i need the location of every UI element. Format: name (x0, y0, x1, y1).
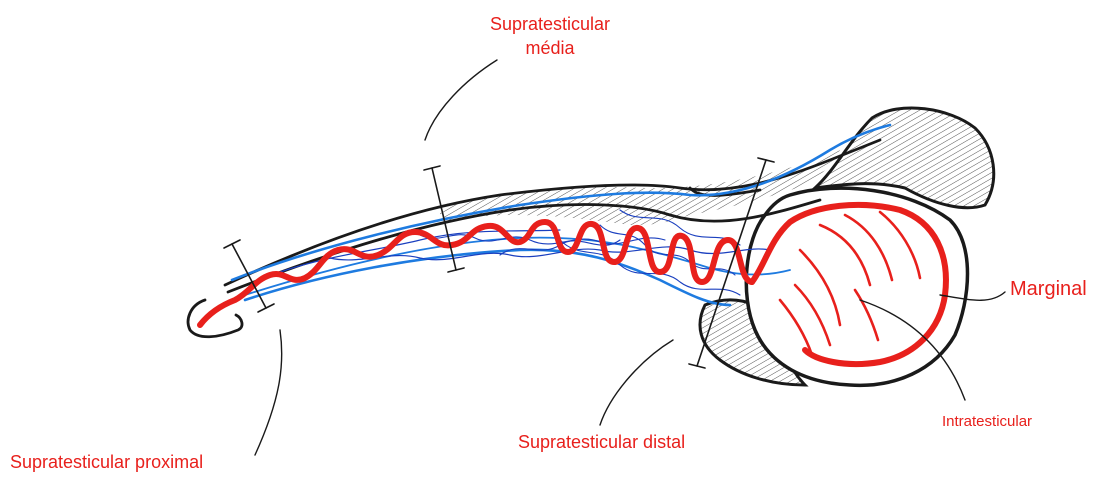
label-supratesticular-media-line1: Supratesticular (475, 14, 625, 35)
testis-outline (746, 188, 967, 385)
label-intratesticular: Intratesticular (942, 413, 1032, 430)
label-supratesticular-media-line2: média (475, 38, 625, 59)
label-marginal: Marginal (1010, 278, 1087, 301)
cord-proximal-stump (188, 300, 242, 337)
label-supratesticular-proximal: Supratesticular proximal (10, 452, 203, 473)
label-supratesticular-distal: Supratesticular distal (518, 432, 685, 453)
